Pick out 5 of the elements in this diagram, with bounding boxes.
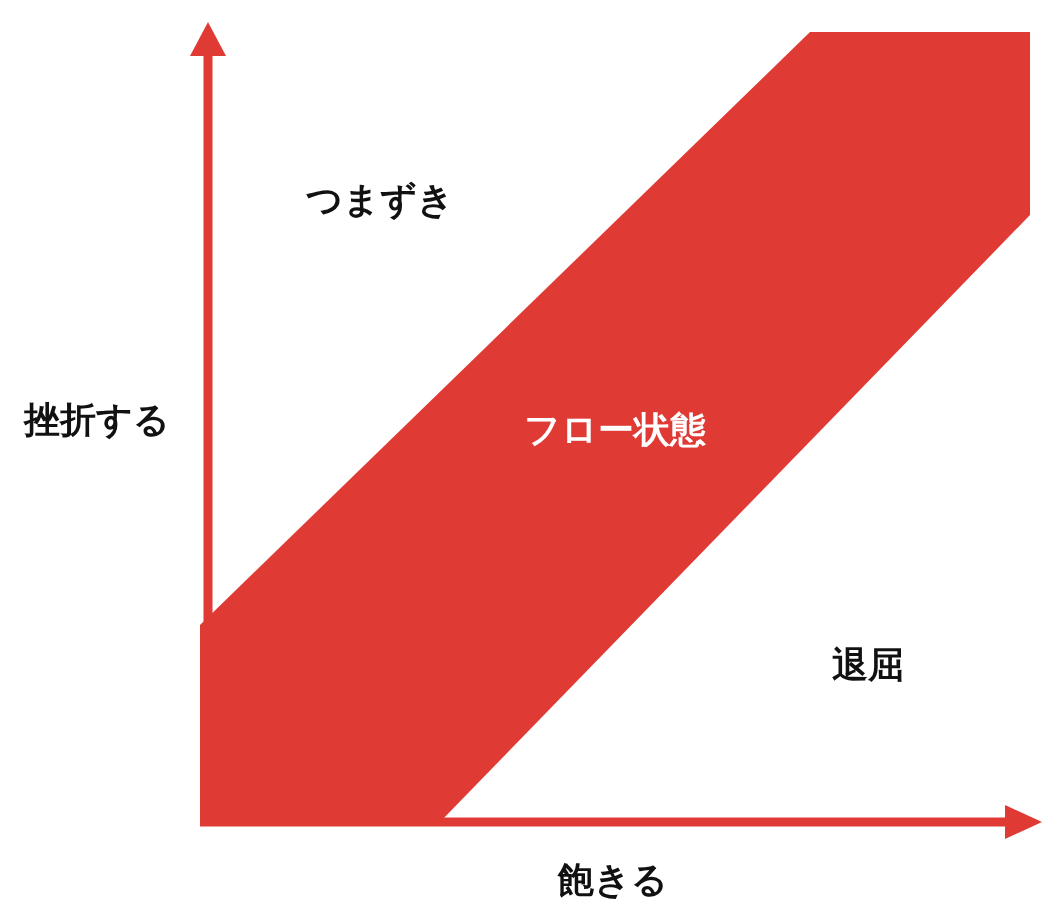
region-label: 退屈 xyxy=(832,642,904,687)
axis-label: 飽きる xyxy=(558,857,668,902)
axis-label: 挫折する xyxy=(24,397,170,442)
band-label: フロー状態 xyxy=(524,407,706,452)
region-label: つまずき xyxy=(306,177,454,222)
